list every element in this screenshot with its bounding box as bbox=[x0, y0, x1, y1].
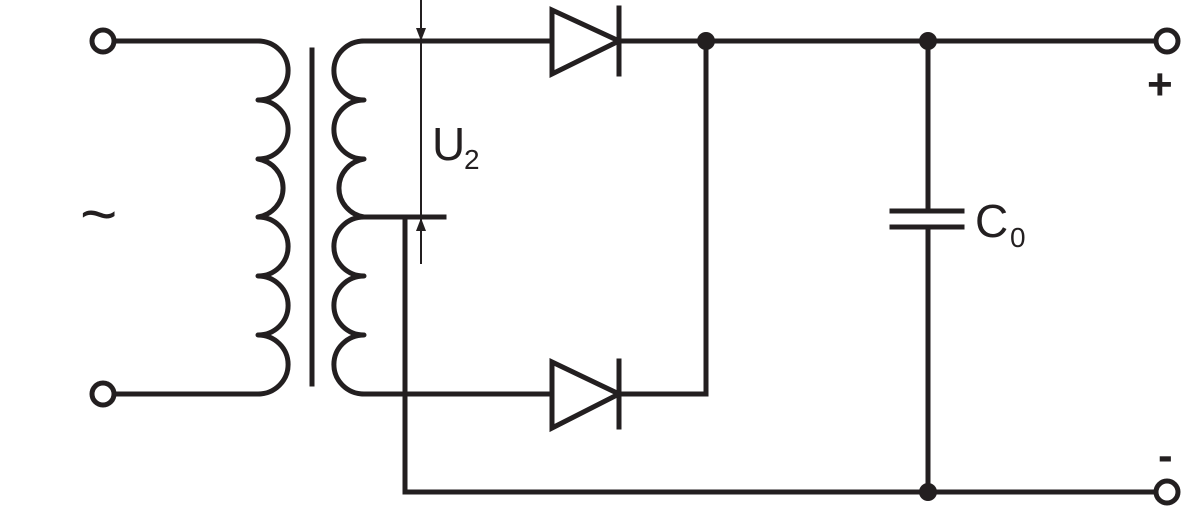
lower-diode-anode bbox=[549, 358, 625, 433]
junction-dot-cathodes bbox=[697, 32, 715, 50]
capacitor-label-subscript: 0 bbox=[1010, 222, 1026, 253]
voltage-label: U bbox=[432, 118, 465, 170]
upper-diode bbox=[549, 5, 625, 79]
output-terminal-positive bbox=[1153, 27, 1181, 55]
voltage-indicator bbox=[416, 0, 426, 264]
junction-dot-cap-bottom bbox=[919, 483, 937, 501]
junction-dot-cap-top bbox=[919, 32, 937, 50]
positive-sign-label: + bbox=[1147, 60, 1173, 109]
negative-sign-label: - bbox=[1158, 431, 1173, 480]
primary-coil bbox=[255, 38, 291, 397]
upper-diode-anode bbox=[549, 6, 625, 79]
input-terminal-bottom bbox=[89, 380, 117, 408]
filter-capacitor bbox=[889, 38, 965, 495]
capacitor-label: C bbox=[975, 195, 1008, 247]
primary-winding bbox=[113, 38, 291, 397]
ac-symbol-label: ~ bbox=[80, 178, 117, 250]
voltage-label-subscript: 2 bbox=[464, 144, 480, 175]
secondary-winding bbox=[331, 38, 367, 397]
secondary-coil bbox=[331, 38, 367, 397]
voltage-arrow-bottom-head bbox=[416, 218, 426, 231]
output-terminal-negative bbox=[1153, 478, 1181, 506]
input-terminal-top bbox=[89, 27, 117, 55]
lower-diode bbox=[549, 358, 625, 433]
voltage-arrow-top-head bbox=[416, 28, 426, 41]
